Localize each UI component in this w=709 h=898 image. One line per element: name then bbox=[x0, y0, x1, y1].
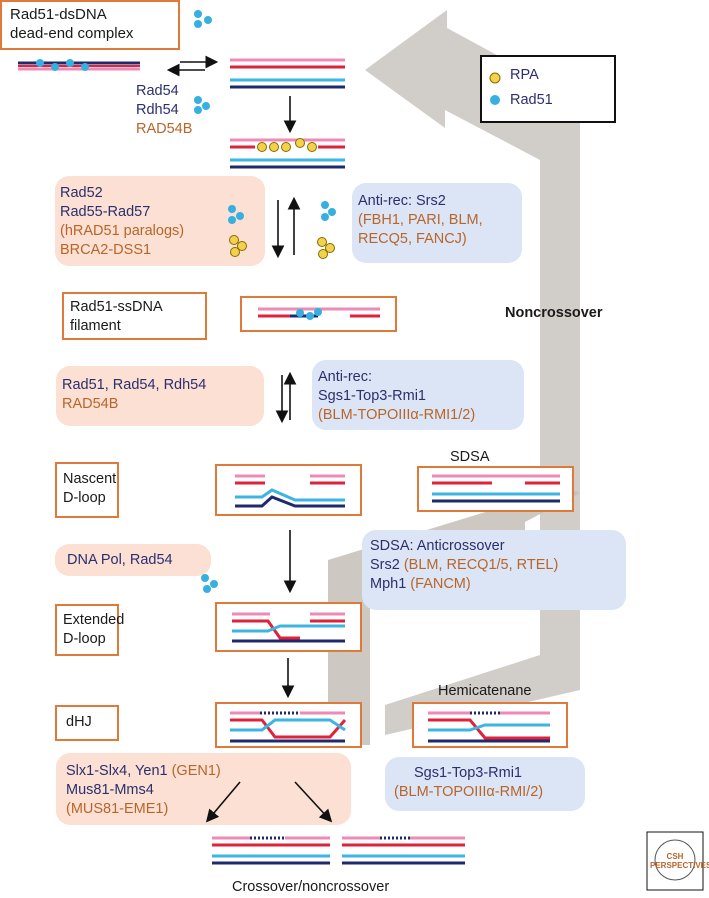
strand-invasion-label: Rad51, Rad54, Rdh54 RAD54B bbox=[62, 377, 207, 412]
sdsa-diagram-box bbox=[417, 466, 574, 512]
legend-rad51: Rad51 bbox=[510, 92, 553, 108]
hemicatenane-label: Hemicatenane bbox=[438, 683, 532, 699]
dissolution-box bbox=[385, 757, 585, 811]
dissolution-label: Sgs1-Top3-Rmi1 (BLM-TOPOIIIα-RMI/2) bbox=[394, 765, 544, 800]
dhj-label: dHJ bbox=[66, 714, 92, 730]
extended-box bbox=[55, 604, 119, 656]
csh-logo-text: CSH PERSPECTIVES bbox=[650, 852, 709, 870]
csh-logo bbox=[646, 831, 704, 891]
antirec-srs2-label: Anti-rec: Srs2 (FBH1, PARI, BLM, RECQ5, … bbox=[358, 193, 483, 247]
strand-invasion-box bbox=[56, 366, 264, 426]
legend-box bbox=[480, 55, 616, 123]
dead-end-box bbox=[0, 0, 180, 50]
dhj-box bbox=[55, 705, 119, 741]
resolvases-label: Slx1-Slx4, Yen1 (GEN1) Mus81-Mms4 (MUS81… bbox=[66, 763, 221, 817]
noncrossover-pathway-arrow bbox=[365, 10, 580, 735]
sdsa-anticrossover-box bbox=[362, 530, 626, 610]
legend-rpa: RPA bbox=[510, 67, 539, 83]
mediators-label: Rad52 Rad55-Rad57 (hRAD51 paralogs) BRCA… bbox=[60, 185, 185, 258]
dna-pol-label: DNA Pol, Rad54 bbox=[67, 552, 173, 568]
sdsa-anticrossover-label: SDSA: Anticrossover Srs2 (BLM, RECQ1/5, … bbox=[370, 538, 559, 592]
rad54-group-label: Rad54 Rdh54 RAD54B bbox=[136, 83, 193, 137]
filament-box bbox=[62, 292, 207, 340]
dna-pol-box bbox=[55, 544, 211, 576]
sdsa-label: SDSA bbox=[450, 449, 490, 465]
antirec-sgs1-box bbox=[312, 360, 524, 430]
antirec-srs2-box bbox=[352, 183, 522, 263]
outcome-label: Crossover/noncrossover bbox=[232, 879, 390, 895]
nascent-box bbox=[55, 462, 119, 518]
noncrossover-label: Noncrossover bbox=[505, 305, 603, 321]
antirec-sgs1-label: Anti-rec: Sgs1-Top3-Rmi1 (BLM-TOPOIIIα-R… bbox=[318, 369, 476, 423]
